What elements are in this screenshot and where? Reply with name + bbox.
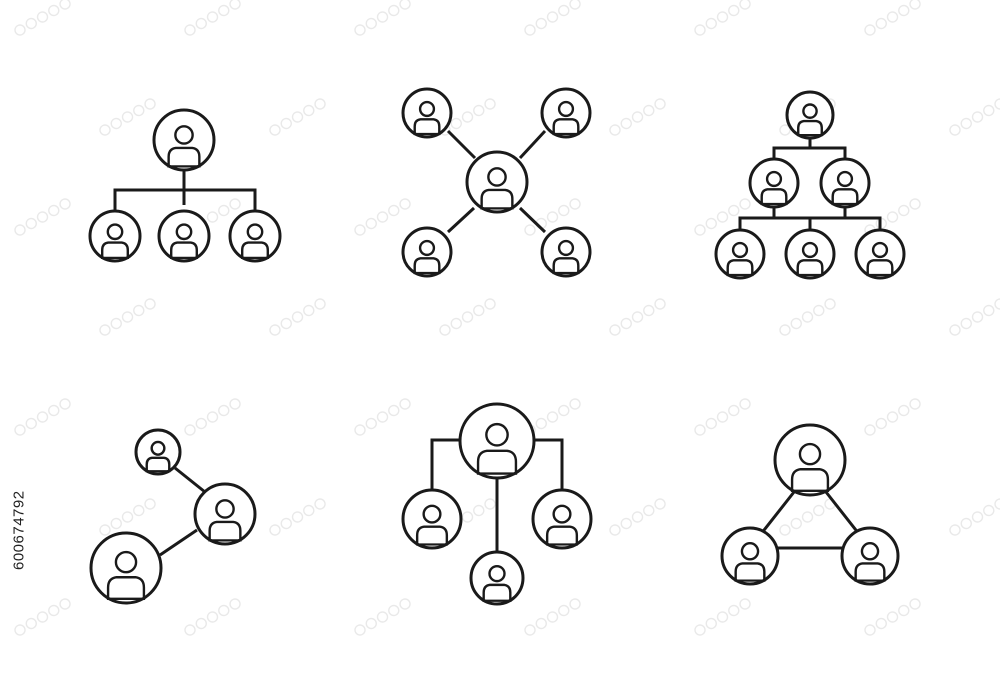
- user-node: [465, 150, 529, 214]
- connector-line: [159, 528, 198, 557]
- watermark-mark: [864, 398, 921, 436]
- connector-line: [518, 129, 547, 160]
- user-node: [401, 226, 453, 278]
- watermark-mark: [949, 298, 1000, 336]
- connector-line: [446, 206, 476, 234]
- connector-line: [113, 188, 257, 212]
- watermark-mark: [524, 0, 581, 36]
- watermark-mark: [949, 98, 1000, 136]
- user-node: [458, 402, 536, 480]
- user-node: [854, 228, 906, 280]
- watermark-mark: [354, 0, 411, 36]
- connector-line: [746, 491, 874, 550]
- user-node: [228, 209, 282, 263]
- watermark-mark: [99, 298, 156, 336]
- chain-link-three-nodes-icon: [89, 428, 257, 605]
- user-node: [157, 209, 211, 263]
- watermark-mark: [269, 298, 326, 336]
- user-node: [785, 90, 835, 140]
- connector-line: [772, 146, 847, 158]
- user-node: [152, 108, 216, 172]
- watermark-mark: [14, 398, 71, 436]
- watermark-mark: [779, 498, 836, 536]
- user-node: [134, 428, 182, 476]
- watermark-mark: [184, 0, 241, 36]
- watermark-mark: [609, 498, 666, 536]
- user-node: [748, 157, 800, 209]
- connector-line: [174, 466, 206, 494]
- connector-line: [518, 206, 547, 234]
- watermark-mark: [694, 198, 751, 236]
- watermark-mark: [779, 298, 836, 336]
- connector-line: [446, 129, 477, 160]
- pyramid-hierarchy-icon: [714, 90, 906, 280]
- watermark-mark: [14, 198, 71, 236]
- leader-three-members-icon: [401, 402, 593, 606]
- watermark-mark: [524, 198, 581, 236]
- user-node: [784, 228, 836, 280]
- stock-id-label: 600674792: [10, 490, 28, 570]
- watermark-mark: [269, 98, 326, 136]
- watermark-mark: [439, 298, 496, 336]
- watermark-mark: [14, 0, 71, 36]
- watermark-mark: [354, 198, 411, 236]
- watermark-mark: [694, 598, 751, 636]
- user-node: [401, 87, 453, 139]
- watermark-mark: [694, 0, 751, 36]
- triangle-team-icon: [720, 423, 900, 586]
- user-node: [401, 488, 463, 550]
- user-node: [714, 228, 766, 280]
- user-node: [540, 226, 592, 278]
- watermark-mark: [99, 98, 156, 136]
- hub-network-four-nodes-icon: [401, 87, 592, 278]
- watermark-mark: [269, 498, 326, 536]
- watermark-mark: [14, 598, 71, 636]
- user-node: [88, 209, 142, 263]
- user-node: [819, 157, 871, 209]
- user-node: [773, 423, 847, 497]
- user-node: [193, 482, 257, 546]
- watermark-mark: [184, 598, 241, 636]
- watermark-mark: [609, 298, 666, 336]
- connector-line: [535, 438, 564, 490]
- connector-line: [430, 438, 460, 490]
- watermark-mark: [354, 598, 411, 636]
- watermark-mark: [524, 598, 581, 636]
- watermark-mark: [609, 98, 666, 136]
- watermark-mark: [354, 398, 411, 436]
- org-chart-one-to-three-icon: [88, 108, 282, 263]
- user-node: [469, 550, 525, 606]
- user-node: [540, 87, 592, 139]
- watermark-mark: [694, 398, 751, 436]
- watermark-mark: [184, 398, 241, 436]
- user-node: [840, 526, 900, 586]
- watermark-mark: [99, 498, 156, 536]
- watermark-mark: [949, 498, 1000, 536]
- user-node: [720, 526, 780, 586]
- watermark-mark: [864, 598, 921, 636]
- user-node: [531, 488, 593, 550]
- watermark-mark: [864, 0, 921, 36]
- user-node: [89, 531, 163, 605]
